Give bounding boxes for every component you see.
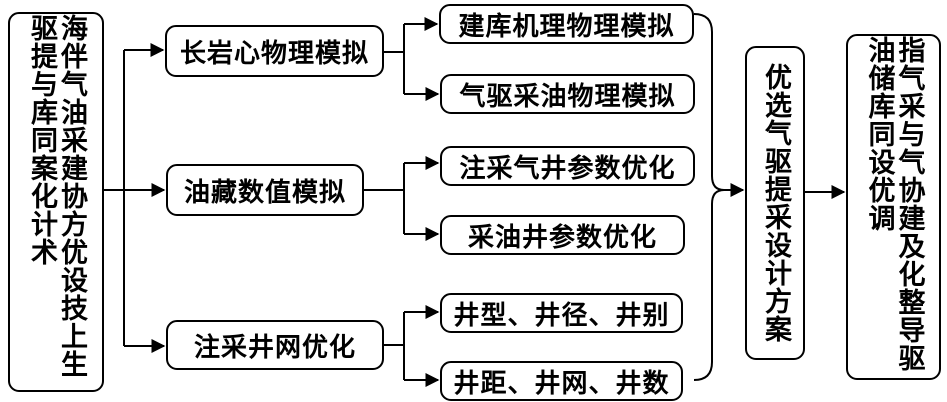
brace-bracket bbox=[693, 13, 725, 381]
optimal-plan-label: 优选气驱提采设计方案 bbox=[760, 63, 791, 343]
producer-params-box: 采油井参数优化 bbox=[440, 215, 685, 255]
optimal-plan-box: 优选气驱提采设计方案 bbox=[745, 46, 805, 360]
well-types-label: 井型、井径、井别 bbox=[453, 300, 670, 331]
well-pattern-label: 注采井网优化 bbox=[193, 332, 356, 363]
reservoir-simulation-label: 油藏数值模拟 bbox=[183, 177, 346, 208]
gas-drive-label: 气驱采油物理模拟 bbox=[459, 81, 676, 112]
producer-params-label: 采油井参数优化 bbox=[467, 222, 657, 253]
well-spacing-label: 井距、井网、井数 bbox=[453, 368, 670, 399]
simulation-box: 长岩心物理模拟 bbox=[165, 25, 384, 77]
simulation-label: 长岩心物理模拟 bbox=[179, 38, 369, 69]
injector-params-label: 注采气井参数优化 bbox=[459, 153, 676, 184]
well-types-box: 井型、井径、井别 bbox=[440, 293, 683, 333]
storage-mechanism-label: 建库机理物理模拟 bbox=[458, 11, 675, 42]
well-pattern-box: 注采井网优化 bbox=[166, 320, 384, 370]
well-spacing-box: 井距、井网、井数 bbox=[440, 361, 683, 401]
root-technology-box: 海伴气油采建协方优设技上生驱提与库同案化计术 bbox=[8, 12, 104, 392]
storage-mechanism-box: 建库机理物理模拟 bbox=[439, 4, 694, 44]
gas-drive-box: 气驱采油物理模拟 bbox=[440, 74, 695, 114]
root-title-text: 海伴气油采建协方优设技上生驱提与库同案化计术 bbox=[26, 14, 87, 378]
injector-params-box: 注采气井参数优化 bbox=[440, 146, 695, 186]
reservoir-simulation-box: 油藏数值模拟 bbox=[166, 164, 364, 216]
guidance-text: 指气采与气协建及化整导驱油储库同设优调 bbox=[863, 36, 925, 372]
guidance-box: 指气采与气协建及化整导驱油储库同设优调 bbox=[846, 34, 941, 380]
